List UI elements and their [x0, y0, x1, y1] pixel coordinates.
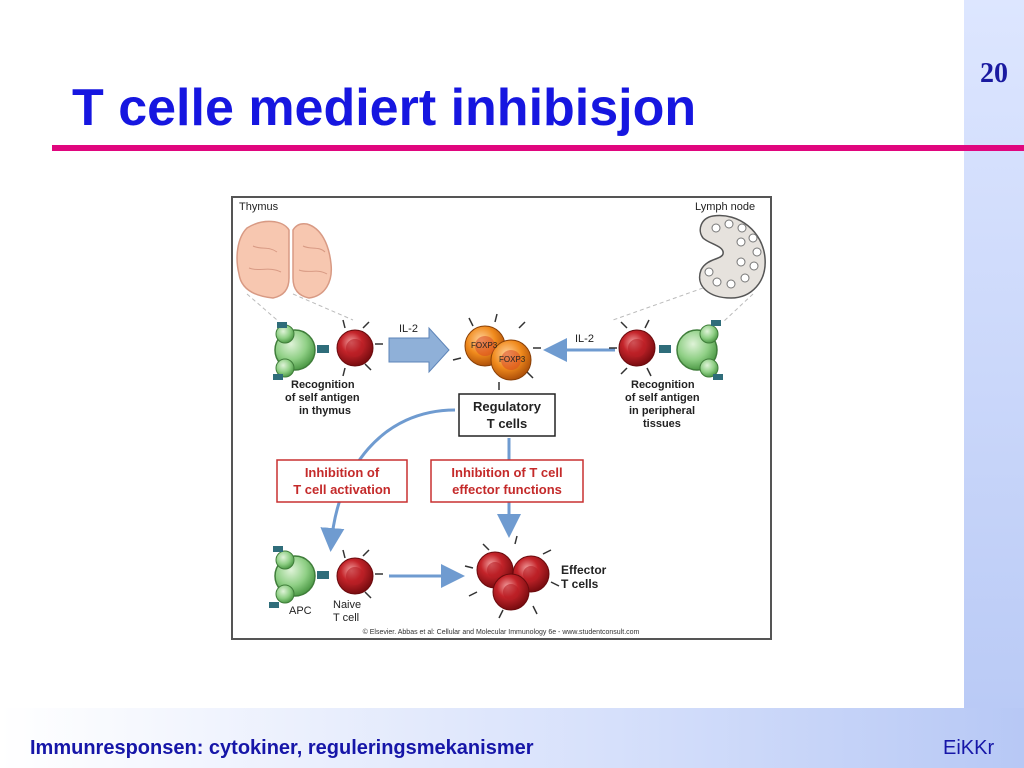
thymus-apc-cell: [273, 322, 329, 380]
lymph-node-icon: [698, 214, 766, 299]
foxp3-label-a: FOXP3: [471, 341, 498, 350]
regulatory-line2: T cells: [487, 416, 527, 431]
il2-left-arrow: [388, 326, 450, 374]
effector-label-line1: Effector: [561, 563, 607, 577]
thymus-t-cell: [336, 319, 383, 377]
footer-course-title: Immunresponsen: cytokiner, reguleringsme…: [30, 737, 534, 759]
diagram-figure: Thymus Lymph node: [231, 196, 772, 640]
recognition-thymus-line1: Recognition: [291, 379, 355, 391]
periphery-apc-cell: [659, 320, 723, 380]
recognition-periphery-line2: of self antigen: [625, 392, 700, 404]
inhibition-curved-arrow: [320, 408, 456, 552]
naive-t-cell: [336, 549, 383, 599]
foxp3-label-b: FOXP3: [499, 355, 526, 364]
naive-label-line1: Naive: [333, 599, 361, 611]
inhibition-activation-box: [276, 459, 408, 503]
bottom-apc-cell: [269, 546, 329, 608]
copyright-text: © Elsevier. Abbas et al: Cellular and Mo…: [363, 628, 640, 636]
recognition-thymus-line3: in thymus: [299, 405, 351, 417]
footer-author: EiKKr: [943, 737, 995, 759]
thymus-icon: [236, 220, 333, 299]
effector-t-cells: [464, 535, 560, 619]
apc-label: APC: [289, 605, 312, 617]
inhibition-activation-line2: T cell activation: [293, 482, 391, 497]
effector-label-line2: T cells: [561, 577, 599, 591]
lymph-node-label: Lymph node: [695, 201, 755, 213]
diagram-svg: Thymus Lymph node: [236, 201, 766, 636]
title-underline: [52, 145, 1024, 151]
inhibition-effector-box: [430, 459, 584, 503]
slide-title: T celle mediert inhibisjon: [72, 79, 697, 137]
periphery-t-cell: [609, 319, 656, 377]
regulatory-t-cells: [452, 313, 541, 390]
inhibition-effector-line1: Inhibition of T cell: [451, 465, 562, 480]
recognition-periphery-line3: in peripheral: [629, 405, 695, 417]
footer-band: [0, 708, 1024, 768]
slide-number: 20: [980, 58, 1008, 89]
regulatory-line1: Regulatory: [473, 399, 542, 414]
thymus-label: Thymus: [239, 201, 279, 213]
il2-right-label: IL-2: [575, 333, 594, 345]
inhibition-effector-line2: effector functions: [452, 482, 562, 497]
recognition-periphery-line4: tissues: [643, 418, 681, 430]
recognition-periphery-line1: Recognition: [631, 379, 695, 391]
il2-left-label: IL-2: [399, 323, 418, 335]
side-band: [964, 0, 1024, 768]
guide-lines: [246, 287, 754, 323]
naive-label-line2: T cell: [333, 612, 359, 624]
inhibition-activation-line1: Inhibition of: [305, 465, 380, 480]
regulatory-box: [458, 393, 556, 437]
recognition-thymus-line2: of self antigen: [285, 392, 360, 404]
